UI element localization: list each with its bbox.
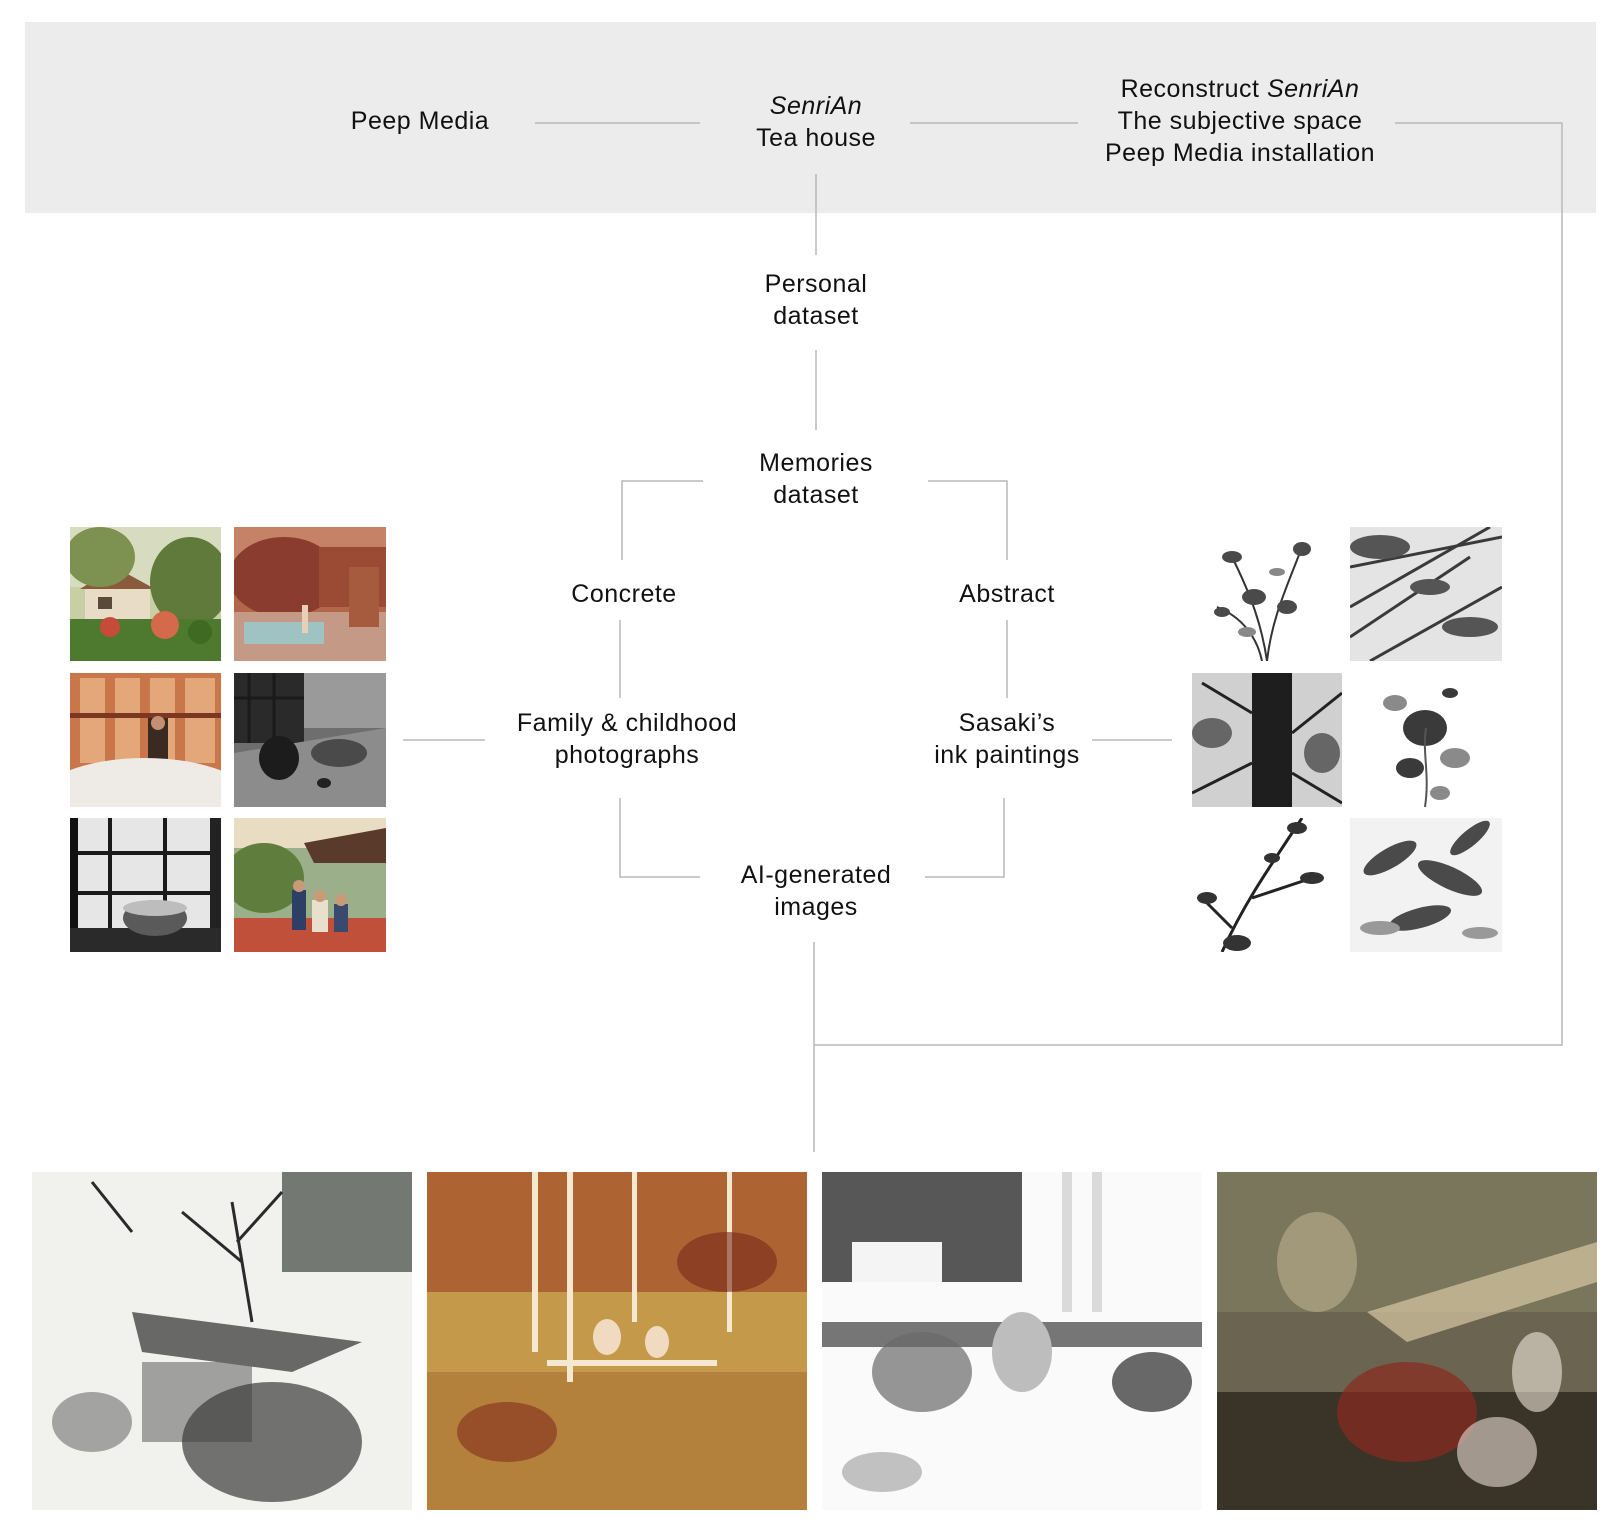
family-photo-house-garden [70, 527, 221, 661]
family-line-2: photographs [554, 741, 700, 769]
connector-memories-concrete [621, 480, 703, 560]
family-photo-pool-child [234, 527, 386, 661]
family-photo-tea-bowl [70, 818, 221, 952]
node-abstract: Abstract [907, 578, 1107, 610]
connector-family-ai [619, 798, 700, 878]
ai-line-2: images [774, 893, 858, 921]
node-reconstruct: Reconstruct SenriAn The subjective space… [1070, 73, 1410, 169]
reconstruct-line-1: Reconstruct SenriAn [1070, 73, 1410, 105]
node-sasaki-ink-paintings: Sasaki’s ink paintings [892, 707, 1122, 771]
memories-line-2: dataset [773, 481, 859, 509]
node-memories-dataset: Memories dataset [716, 447, 916, 511]
peep-media-label: Peep Media [350, 107, 490, 135]
abstract-label: Abstract [959, 580, 1055, 608]
reconstruct-line-2: The subjective space [1117, 107, 1363, 135]
node-concrete: Concrete [524, 578, 724, 610]
sasaki-line-1: Sasaki’s [958, 709, 1056, 737]
reconstruct-prefix: Reconstruct [1120, 75, 1267, 103]
connector-memories-abstract [928, 480, 1008, 560]
reconstruct-line-3: Peep Media installation [1105, 139, 1375, 167]
ai-image-3-monochrome-figure [822, 1172, 1202, 1510]
family-photo-group-garden [234, 818, 386, 952]
connector-sasaki-ai [925, 798, 1005, 878]
node-family-photographs: Family & childhood photographs [487, 707, 767, 771]
ai-image-1-tree-house [32, 1172, 412, 1510]
personal-line-2: dataset [773, 302, 859, 330]
header-band [25, 22, 1596, 213]
ink-painting-tree [1192, 673, 1342, 807]
ai-image-4-dark-garden [1217, 1172, 1597, 1510]
ai-image-2-warm-interior [427, 1172, 807, 1510]
memories-line-1: Memories [759, 449, 873, 477]
sasaki-line-2: ink paintings [934, 741, 1080, 769]
ink-painting-blossom [1350, 673, 1502, 807]
ai-line-1: AI-generated [740, 861, 892, 889]
ink-painting-branches [1192, 818, 1342, 952]
family-line-1: Family & childhood [516, 709, 738, 737]
family-photo-child-interior [70, 673, 221, 807]
family-photo-tea-kettle [234, 673, 386, 807]
reconstruct-senrian: SenriAn [1266, 75, 1360, 103]
node-ai-generated-images: AI-generated images [701, 859, 931, 923]
node-personal-dataset: Personal dataset [716, 268, 916, 332]
senrian-subtitle: Tea house [756, 124, 876, 152]
connector-reconstruct-return [814, 122, 1563, 1046]
ink-painting-leaves [1350, 818, 1502, 952]
ink-painting-grasses [1350, 527, 1502, 661]
node-senrian-tea-house: SenriAn Tea house [716, 90, 916, 154]
node-peep-media: Peep Media [320, 105, 520, 137]
senrian-title: SenriAn [769, 92, 863, 120]
personal-line-1: Personal [764, 270, 868, 298]
concrete-label: Concrete [571, 580, 677, 608]
ink-painting-flowers [1192, 527, 1342, 661]
